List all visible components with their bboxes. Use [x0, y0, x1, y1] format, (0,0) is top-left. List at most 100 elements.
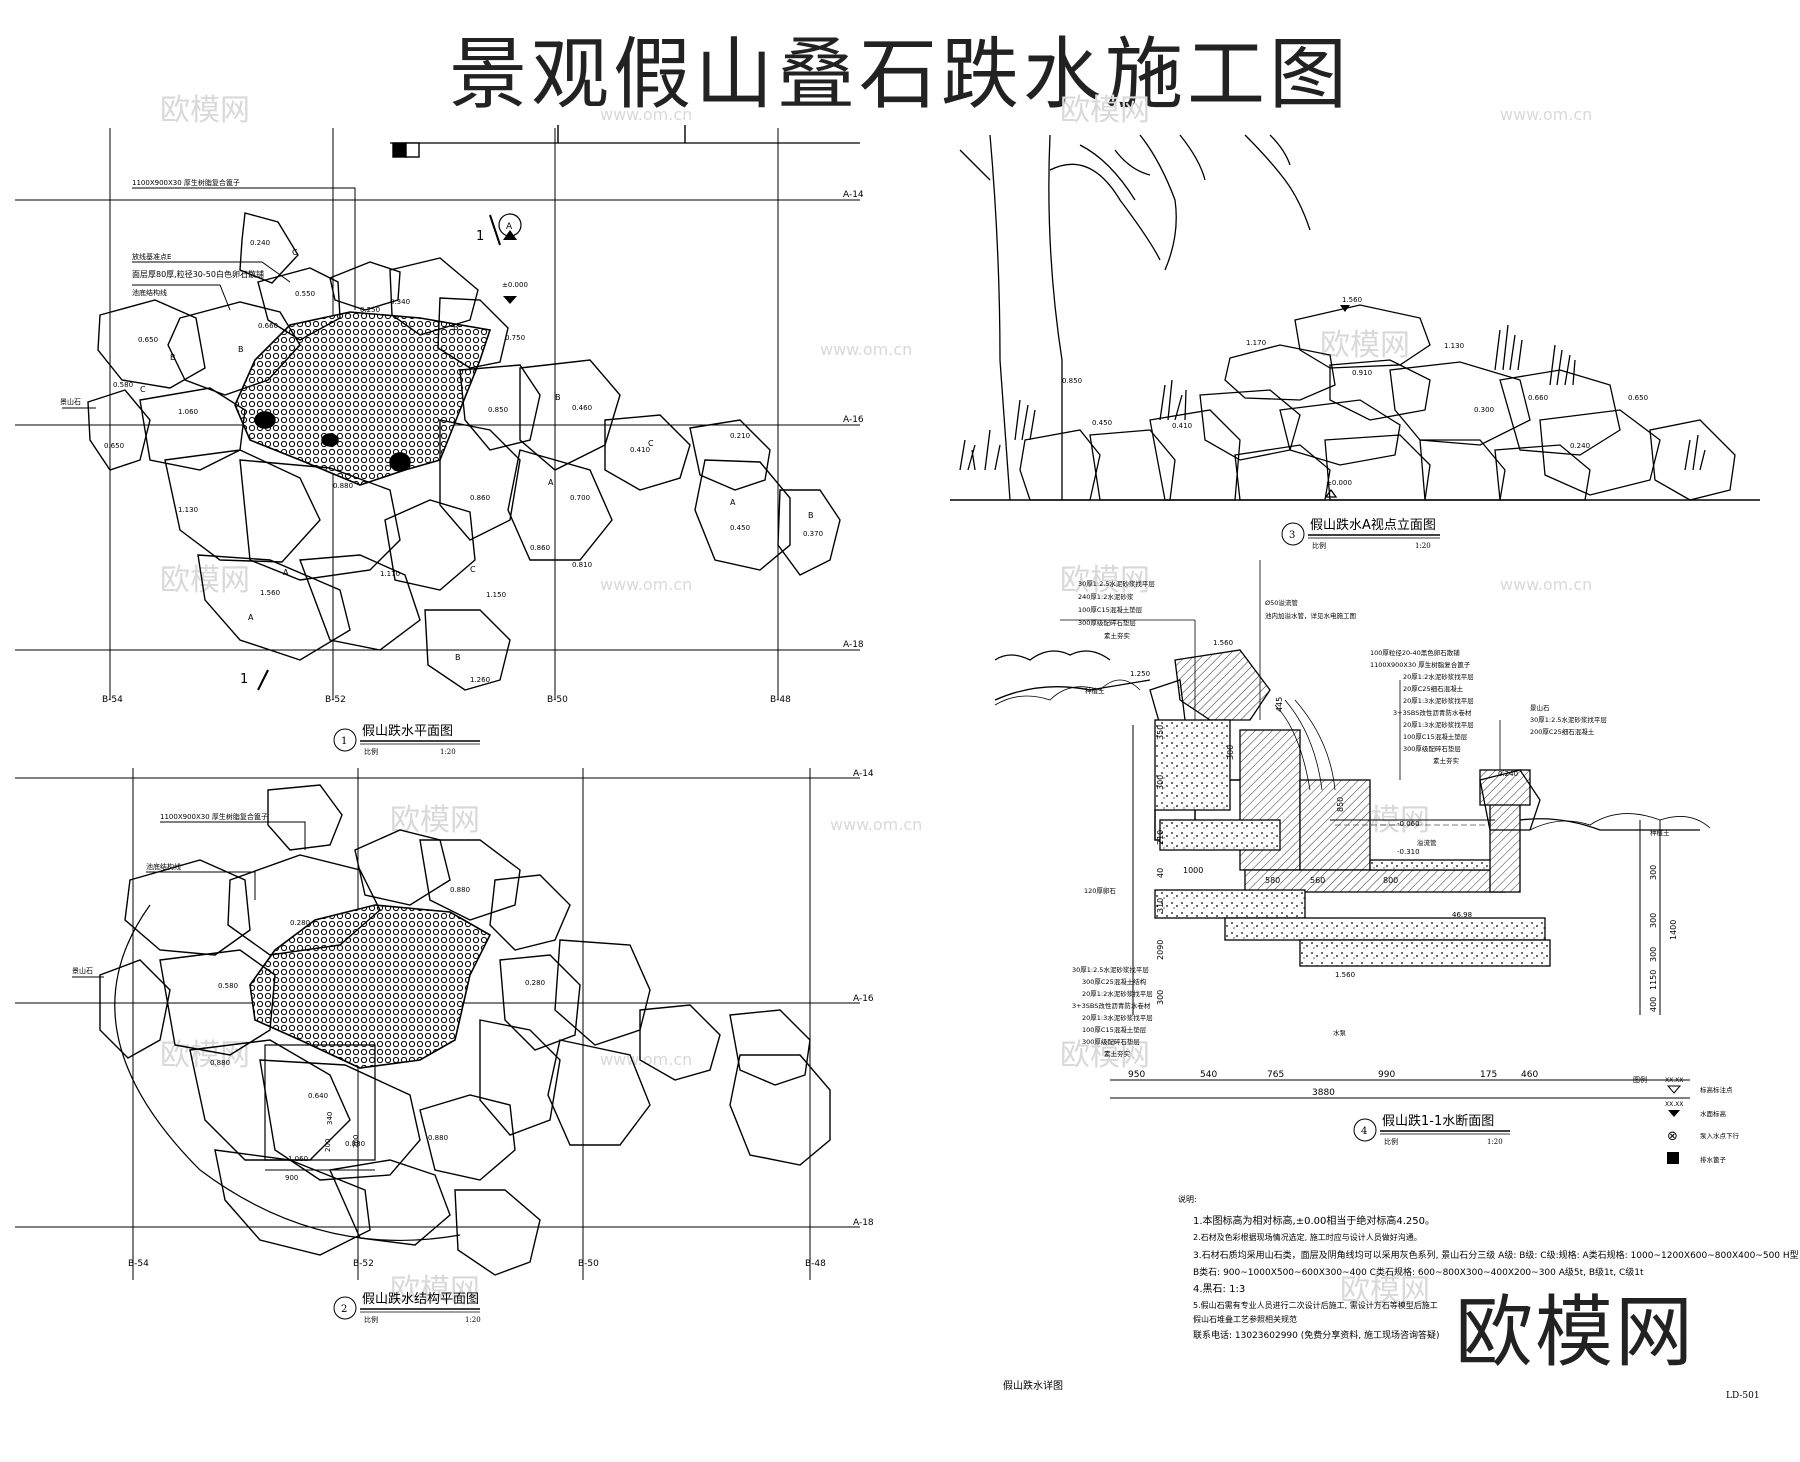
dim-label: 210 [1156, 830, 1165, 845]
elevation-label: 46.98 [1452, 911, 1472, 919]
elevation-label: 0.340 [390, 298, 410, 306]
elevation-label: 1.170 [380, 570, 400, 578]
dim-label: 400 [1649, 997, 1658, 1012]
dim-label: 300 [1649, 947, 1658, 962]
brand-logo: 欧模网 [1454, 1288, 1695, 1378]
rock-type: A [283, 568, 289, 577]
elevation-label: 0.410 [630, 446, 650, 454]
elevation-label: -0.060 [1397, 820, 1420, 828]
watermark: www.om.cn [820, 340, 912, 359]
note-label: 池内加溢水管，详见水电施工图 [1265, 611, 1356, 620]
note-label: 种植土 [1085, 686, 1105, 695]
note-label: 30厚1:2.5水泥砂浆找平层 [1530, 715, 1607, 724]
section-mark: 1 [240, 672, 248, 687]
elevation-label: 0.880 [450, 886, 470, 894]
note-label: Ø50溢流管 [1265, 598, 1298, 607]
grid-label: A-14 [843, 190, 864, 200]
elevation-label: 0.650 [1628, 394, 1648, 402]
scale-value: 1:20 [1415, 542, 1431, 550]
note-line: 1.本图标高为相对标高,±0.00相当于绝对标高4.250。 [1193, 1214, 1435, 1227]
watermark: 欧模网 [390, 1273, 480, 1308]
dim-label: 300 [1649, 865, 1658, 880]
legend-label: 标高标注点 [1700, 1085, 1733, 1094]
note-label: 120厚卵石 [1084, 886, 1116, 895]
note-label: 30厚1:2.5水泥砂浆找平层 [1072, 965, 1149, 974]
watermark: www.om.cn [1500, 105, 1592, 124]
note-label: 300厚C25混凝土结构 [1082, 977, 1147, 986]
elevation-label: 0.880 [333, 482, 353, 490]
elevation-label: 1.060 [288, 1155, 308, 1163]
elevation-label: 0.460 [572, 404, 592, 412]
dim-label: 1000 [1183, 866, 1203, 875]
elevation-label: 0.880 [428, 1134, 448, 1142]
legend-symbol: XX.XX [1665, 1101, 1683, 1108]
watermark: 欧模网 [160, 563, 250, 598]
dim-label: 300 [1649, 913, 1658, 928]
grid-label: A-14 [853, 769, 874, 779]
note-label: 300厚级配碎石垫层 [1078, 618, 1136, 627]
elevation-label: 1.260 [470, 676, 490, 684]
elevation-label: -0.310 [1397, 848, 1420, 856]
note-label: 240厚1:2水泥砂浆 [1078, 592, 1134, 601]
view-title: 假山跌水平面图 [362, 723, 453, 739]
scale-label: 比例 [1384, 1137, 1398, 1146]
note-label: 水泵 [1333, 1028, 1347, 1037]
note-line: 假山石堆叠工艺参照相关规范 [1193, 1314, 1297, 1324]
notes-block: 说明: 1.本图标高为相对标高,±0.00相当于绝对标高4.250。 2.石材及… [1178, 1194, 1799, 1341]
elevation-label: 0.250 [360, 306, 380, 314]
legend-label: 排水篦子 [1700, 1155, 1727, 1164]
elevation-label: 0.750 [505, 334, 525, 342]
watermark: 欧模网 [160, 93, 250, 128]
note-label: 20厚C25细石混凝土 [1403, 684, 1464, 693]
grid-label: A-18 [843, 640, 864, 650]
grid-label: A-16 [853, 994, 874, 1004]
rock-type: B [455, 653, 461, 662]
elevation-label: 0.850 [488, 406, 508, 414]
view1-labels: A-14 A-16 A-18 B-54 B-52 B-50 B-48 1100X… [60, 178, 864, 705]
elevation-label: 1.560 [260, 589, 280, 597]
note-label: 1100X900X30 厚生树脂复合篦子 [1370, 660, 1471, 669]
elevation-label: 0.660 [258, 322, 278, 330]
view-number: 4 [1361, 1126, 1367, 1137]
legend-title: 图例 [1633, 1075, 1647, 1084]
watermark: www.om.cn [830, 815, 922, 834]
view-title: 假山跌1-1水断面图 [1382, 1113, 1494, 1129]
legend-label: 水面标高 [1700, 1109, 1727, 1118]
rock-label: 景山石 [72, 966, 93, 975]
note-label: 素土夯实 [1104, 631, 1131, 640]
dim-label: 445 [1275, 697, 1284, 712]
note-label: 20厚1:3水泥砂浆找平层 [1403, 696, 1474, 705]
dim-label: 950 [1128, 1070, 1145, 1080]
dim-label: 300 [1156, 990, 1165, 1005]
elevation-label: 0.880 [345, 1140, 365, 1148]
note-label: 20厚1:2水泥砂浆找平层 [1082, 989, 1153, 998]
elevation-label: 1.130 [178, 506, 198, 514]
dim-label: 40 [1156, 868, 1165, 878]
elevation-label: 0.240 [250, 239, 270, 247]
note-label: 100厚粒径20-40黑色卵石散铺 [1370, 648, 1460, 657]
elevation-label: 0.280 [525, 979, 545, 987]
dim-label: 340 [326, 1112, 334, 1125]
note-label: 溢流管 [1417, 838, 1437, 847]
rock-type: B [238, 345, 244, 354]
watermark: 欧模网 [390, 803, 480, 838]
grid-label: B-48 [770, 695, 791, 705]
section-mark: 1 [476, 229, 484, 244]
dim-label: 900 [285, 1174, 298, 1182]
elevation-label: 0.450 [730, 524, 750, 532]
dim-label: 300 [1156, 775, 1165, 790]
elevation-label: 0.240 [1498, 770, 1518, 778]
rock-type: C [470, 565, 476, 574]
scale-value: 1:20 [1487, 1138, 1503, 1146]
scale-value: 1:20 [440, 748, 456, 756]
note-line: 3.石材石质均采用山石类，面层及阴角线均可以采用灰色系列, 景山石分三级 A级:… [1193, 1249, 1799, 1261]
scale-label: 比例 [364, 1315, 378, 1324]
view2-structure-plan [15, 768, 860, 1280]
note-label: 200厚C25细石混凝土 [1530, 727, 1595, 736]
dim-label: 460 [1521, 1070, 1538, 1080]
dim-label: 560 [1310, 876, 1325, 885]
grid-label: B-50 [547, 695, 568, 705]
view-mark: A [506, 222, 513, 232]
scale-label: 比例 [1312, 541, 1326, 550]
note-label: 放线基准点E [132, 252, 171, 261]
